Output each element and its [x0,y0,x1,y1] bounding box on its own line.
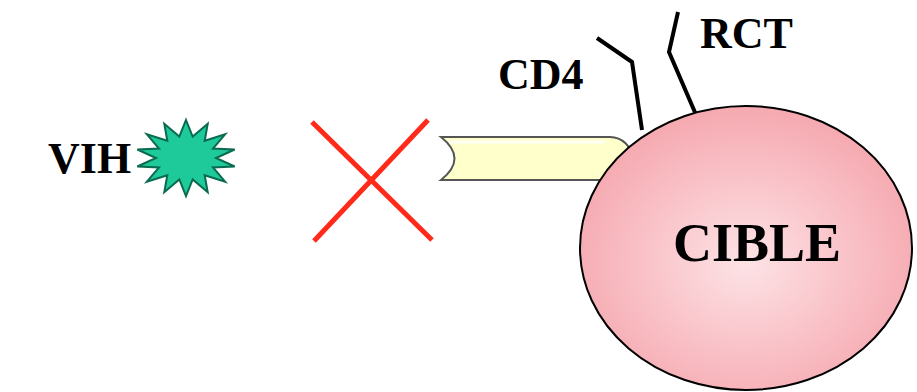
receptor-antenna [669,12,700,124]
virus-starburst [137,120,234,196]
target-cell: CIBLE [578,104,914,392]
receptor-tube [441,137,632,180]
cross-mark [314,120,428,241]
virus-starburst [137,120,234,196]
receptor-antenna [597,38,642,130]
tube-highlight [449,141,605,144]
virus-label: VIH [48,137,131,181]
receptor-label: CD4 [498,53,584,97]
cell-label: CIBLE [673,216,841,270]
receptor-label: RCT [700,12,793,56]
